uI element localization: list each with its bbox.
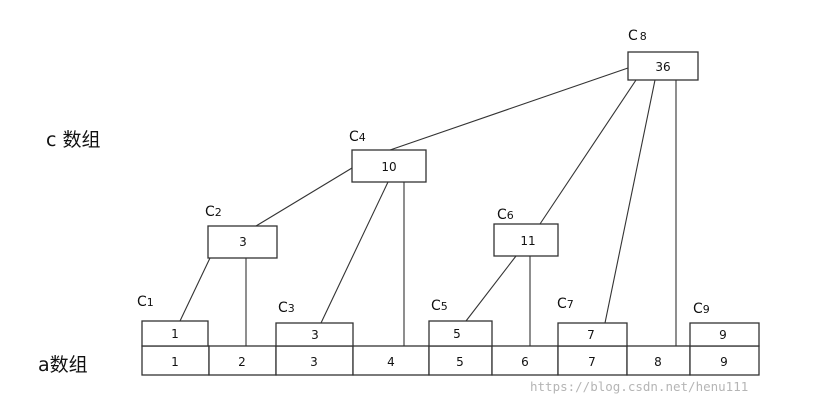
c-node-label: C2 [205,204,222,220]
c-node-c1: 1 C1 [137,294,209,347]
c-node-c2: 3 C2 [205,204,278,259]
a-value: 4 [387,355,395,369]
c-node-box [493,223,559,257]
c-node-c3: 3 C3 [275,300,354,347]
c-node-c4: 10 C4 [349,129,427,183]
edges [179,67,677,346]
a-value: 5 [456,355,464,369]
edge-c1-c2 [179,257,211,322]
c-node-value: 7 [587,328,595,342]
a-cell [491,345,559,376]
edge-c3-c4 [320,181,389,324]
edge-c6-c8 [539,79,637,225]
edge-c5-c6 [465,255,517,322]
c-node-c9: 9 C9 [689,301,760,347]
c-node-value: 5 [453,327,461,341]
c-node-label: C6 [497,207,514,223]
c-node-value: 36 [655,60,670,74]
a-cell [689,345,760,376]
edge-c7-c8 [604,79,656,324]
c-node-box [627,51,699,81]
c-array-label: c 数组 [46,129,101,151]
a-cell [352,345,430,376]
c-node-box [351,149,427,183]
c-node-box [275,322,354,347]
a-value: 8 [654,355,662,369]
c-node-value: 3 [311,328,319,342]
a-value: 6 [521,355,529,369]
a-value: 3 [310,355,318,369]
edge-c2-c4 [255,167,353,227]
a-value: 2 [238,355,246,369]
c-node-value: 1 [171,327,179,341]
c-node-label: C5 [431,298,448,314]
c-node-c5: 5 C5 [428,298,493,347]
a-value: 1 [171,355,179,369]
a-value: 9 [720,355,728,369]
c-node-box [428,320,493,347]
c-node-value: 11 [520,234,535,248]
c-node-label: C4 [349,129,366,145]
a-array-label: a数组 [38,354,88,376]
c-node-label: C7 [557,296,574,312]
c-node-label: C9 [693,301,710,317]
a-value: 7 [588,355,596,369]
c-node-box [689,322,760,347]
c-node-value: 10 [381,160,396,174]
c-node-value: 3 [239,235,247,249]
a-cell [141,345,210,376]
c-node-label: C1 [137,294,154,310]
c-node-box [207,225,278,259]
c-node-label: C3 [278,300,295,316]
a-cell [208,345,277,376]
c-node-box [141,320,209,347]
c-node-c7: 7 C7 [557,296,628,347]
c-node-c6: 11 C6 [493,207,559,257]
c-node-box [557,322,628,347]
a-array-row: 1 2 3 4 5 6 7 8 9 [141,345,760,376]
edge-c4-c8 [389,67,629,151]
c-node-value: 9 [719,328,727,342]
watermark: https://blog.csdn.net/henu111 [530,379,748,394]
